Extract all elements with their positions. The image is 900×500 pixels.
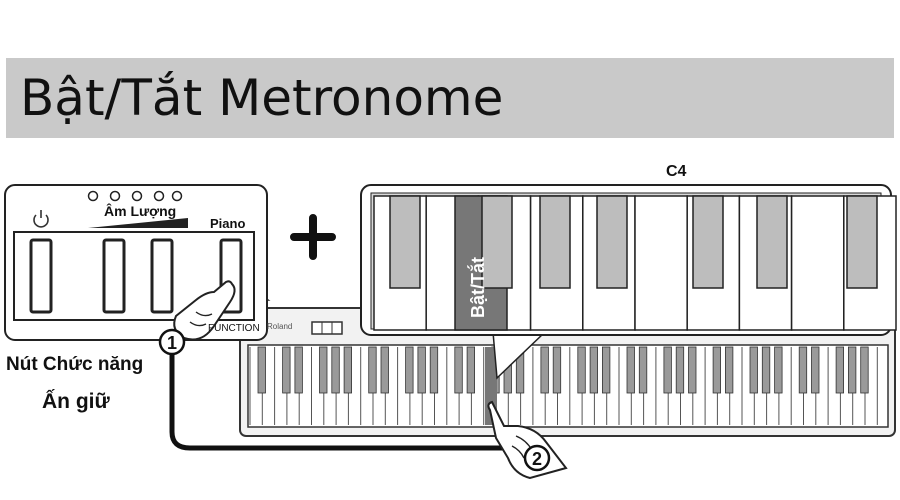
instruction-line-1: Nút Chức năng [6,354,144,375]
mini-black-key [712,346,721,394]
power-icon [33,210,49,228]
mini-black-key [319,346,328,394]
mini-black-key [688,346,697,394]
zoom-black-key [596,195,628,289]
mini-black-key [540,346,549,394]
step-2-number: 2 [532,449,542,469]
mini-black-key [282,346,291,394]
mini-black-key [848,346,857,394]
mini-black-key [417,346,426,394]
mini-black-key [589,346,598,394]
mini-black-key [331,346,340,394]
page-title: Bật/Tắt Metronome [20,69,504,127]
volume-down-button[interactable] [102,238,126,314]
mini-black-key [663,346,672,394]
mini-black-key [626,346,635,394]
mini-black-key [761,346,771,394]
piano-label: Piano [210,216,246,231]
step-1-number: 1 [167,333,177,353]
connector-cable [169,352,505,451]
mini-black-key [257,346,266,394]
zoom-black-key [481,195,513,289]
mini-black-key [725,346,734,394]
mini-black-key [552,346,562,394]
mini-black-key [294,346,303,394]
step-1-badge [158,328,186,356]
zoom-black-key [756,195,788,289]
volume-up-button[interactable] [150,238,174,314]
note-label: C4 [666,163,687,180]
zoom-black-key [846,195,878,289]
volume-label: Âm Lượng [104,203,177,219]
zoom-keys [373,195,897,331]
mini-black-key [860,346,869,394]
mini-black-key [429,346,439,394]
mini-black-key [454,346,463,394]
power-button[interactable] [29,238,53,314]
zoom-black-key [692,195,724,289]
mini-black-key [749,346,758,394]
mini-black-key [343,346,353,394]
zoom-white-key [634,195,688,331]
mini-black-key [405,346,414,394]
function-label: FUNCTION [208,323,260,334]
zoom-black-key [389,195,421,289]
zoom-black-key [539,195,571,289]
mini-black-key [638,346,648,394]
mini-black-key [368,346,377,394]
title-band: Bật/Tắt Metronome [6,58,894,138]
mini-black-key [466,346,476,394]
mini-black-key [811,346,820,394]
plus-sign [290,214,336,260]
mini-black-key [835,346,844,394]
mini-black-key [675,346,685,394]
step-2-badge [523,444,551,472]
brand-label: Roland [267,322,293,331]
mini-black-key [380,346,389,394]
instruction-line-2: Ấn giữ [42,390,110,413]
mini-black-key [577,346,586,394]
mini-black-key [774,346,783,394]
volume-leds [87,190,183,202]
mini-switch [311,321,343,335]
volume-wedge [88,218,188,228]
mini-black-key [798,346,808,394]
mini-black-key [602,346,611,394]
hand-pointer-icon-1 [173,280,236,341]
mini-keys [249,346,878,425]
zoom-white-key [790,195,845,331]
key-function-label: Bật/Tắt [468,256,488,318]
